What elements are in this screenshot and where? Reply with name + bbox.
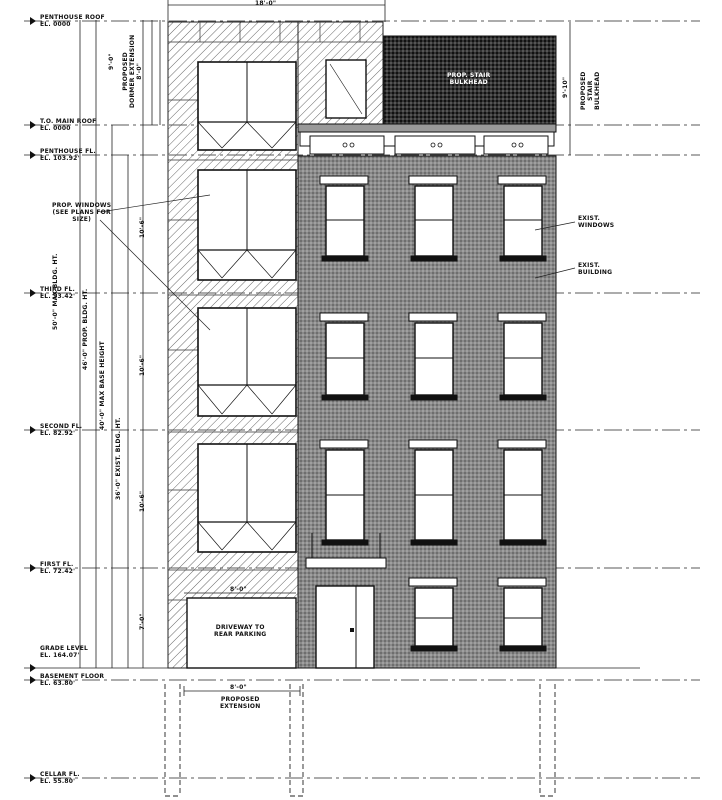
exist-building-note: EXIST. BUILDING: [578, 262, 613, 276]
vertical-dim-36: 36'-0" EXIST. BLDG. HT.: [115, 417, 122, 500]
floor-dim-upper: 10'-6": [139, 216, 146, 238]
top-width-dimension: [167, 0, 386, 22]
level-label-first-floor: FIRST FL.EL. 72.42': [40, 561, 76, 575]
roof-bulkhead-label: PROP. STAIR BULKHEAD: [447, 72, 491, 86]
vertical-dimension-lines: [79, 20, 571, 668]
leader-lines: [99, 194, 576, 331]
penthouse-dim: 9'-0": [108, 53, 115, 70]
driveway-opening: [186, 597, 297, 669]
entrance: [305, 533, 387, 669]
dormer-extension-label: PROPOSED DORMER EXTENSION 8'-0": [122, 34, 143, 108]
extension-dimension: [183, 592, 301, 696]
bulkhead-note: PROPOSED STAIR BULKHEAD: [580, 71, 601, 110]
floor-dim-ground: 7'-0": [139, 613, 146, 630]
top-width-label: 18'-0": [255, 0, 277, 7]
floor-dim-mid: 10'-6": [139, 354, 146, 376]
level-label-second-floor: SECOND FL.EL. 82.92': [40, 423, 83, 437]
level-label-third-floor: THIRD FL.EL. 93.42': [40, 286, 76, 300]
driveway-note: DRIVEWAY TO REAR PARKING: [214, 624, 267, 638]
vertical-dim-50: 50'-0" MAX BLDG. HT.: [52, 253, 59, 330]
extension-note: PROPOSED EXTENSION: [220, 696, 261, 710]
level-markers: [30, 17, 36, 782]
floor-dim-lower: 10'-6": [139, 490, 146, 512]
foundations: [164, 684, 556, 797]
level-label-cellar-floor: CELLAR FL.EL. 55.80': [40, 771, 80, 785]
proposed-windows: [197, 59, 367, 553]
driveway-width-label: 8'-0": [230, 586, 247, 593]
bulkhead-dim: 9'-10": [562, 76, 569, 98]
exist-windows-note: EXIST. WINDOWS: [578, 215, 615, 229]
windows-note: PROP. WINDOWS (SEE PLANS FOR SIZE): [52, 202, 112, 223]
vertical-dim-46: 46'-0" PROP. BLDG. HT.: [82, 288, 89, 370]
existing-windows: [319, 175, 547, 652]
level-label-penthouse-floor: PENTHOUSE FL.EL. 103.92': [40, 148, 96, 162]
extension-width-label: 8'-0": [230, 684, 247, 691]
vertical-dim-40: 40'-0" MAX BASE HEIGHT: [99, 341, 106, 430]
stair-bulkhead: [383, 35, 557, 127]
cornice: [297, 123, 557, 155]
